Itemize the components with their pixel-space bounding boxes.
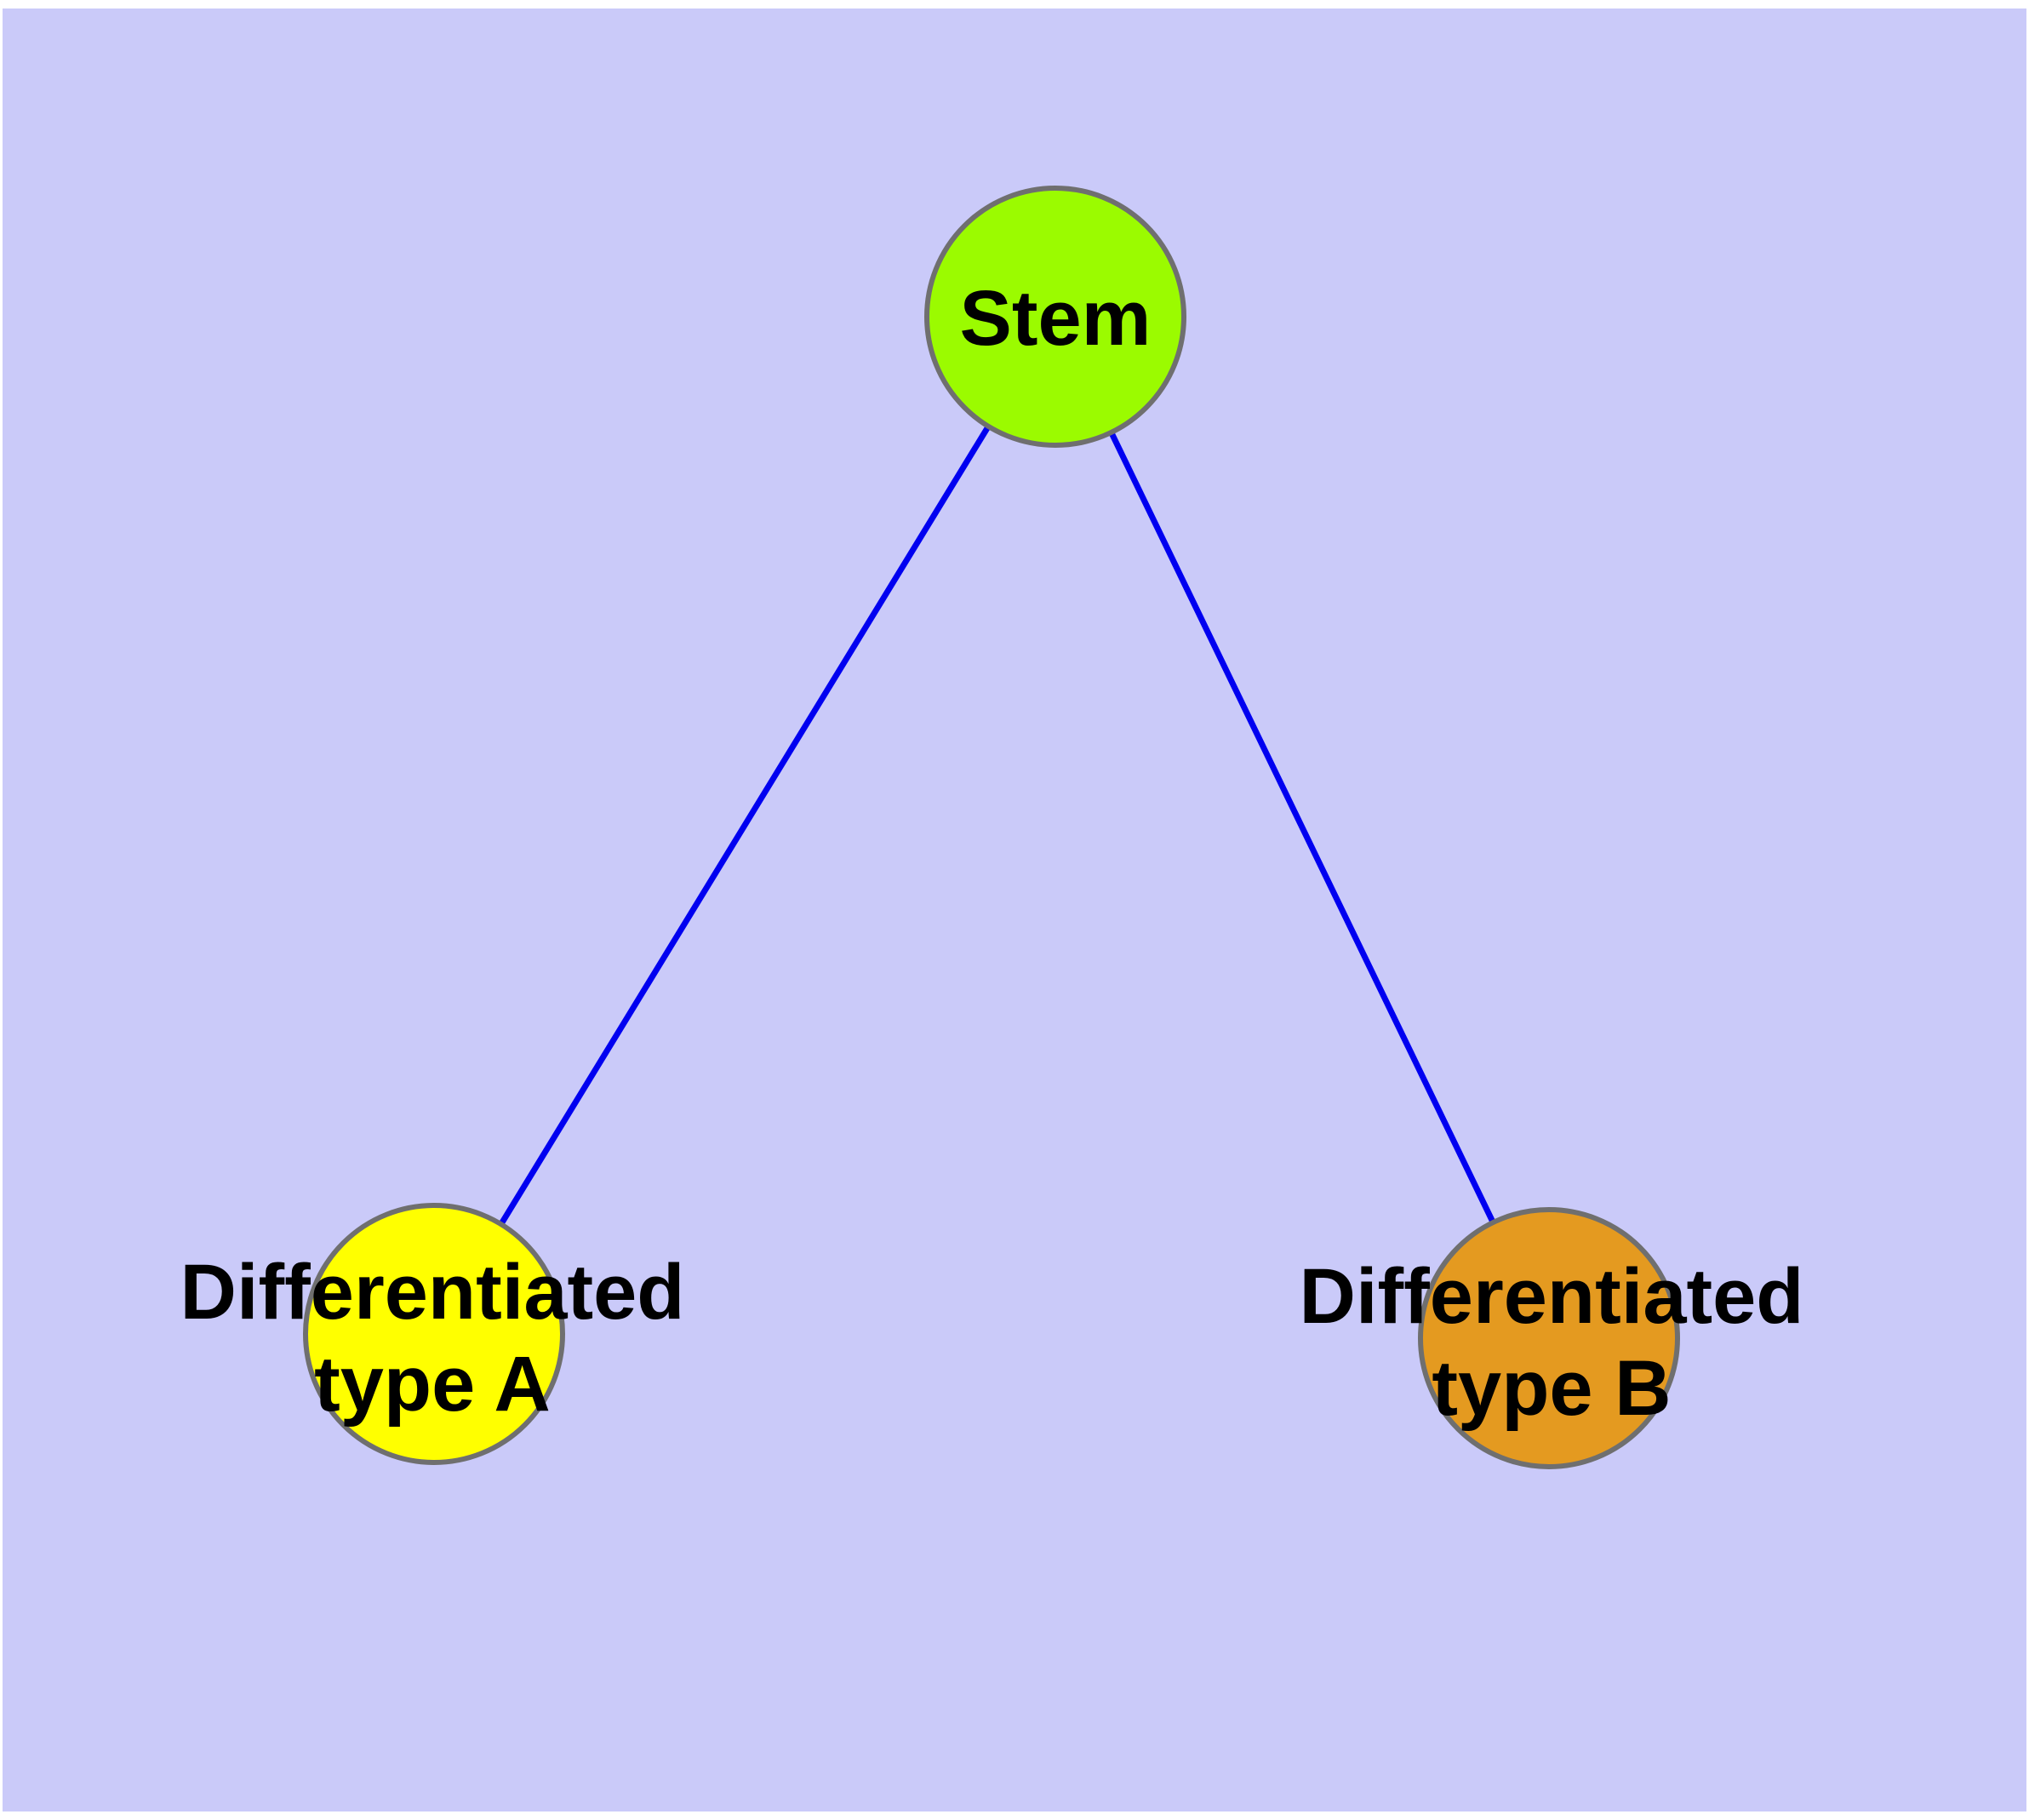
type-b-node-label-line1: Differentiated [1300,1253,1804,1340]
type-a-node [303,1203,565,1465]
edge-stem-to-type-a [431,313,1059,1337]
type-b-node-label-line2: type B [1432,1345,1671,1432]
type-a-node-label-line2: type A [314,1341,551,1428]
stem-node-label: Stem [960,275,1152,362]
edge-stem-to-type-b [1052,313,1552,1342]
stem-node [924,186,1186,448]
type-b-node [1418,1207,1680,1469]
type-a-node-label-line1: Differentiated [180,1249,685,1336]
